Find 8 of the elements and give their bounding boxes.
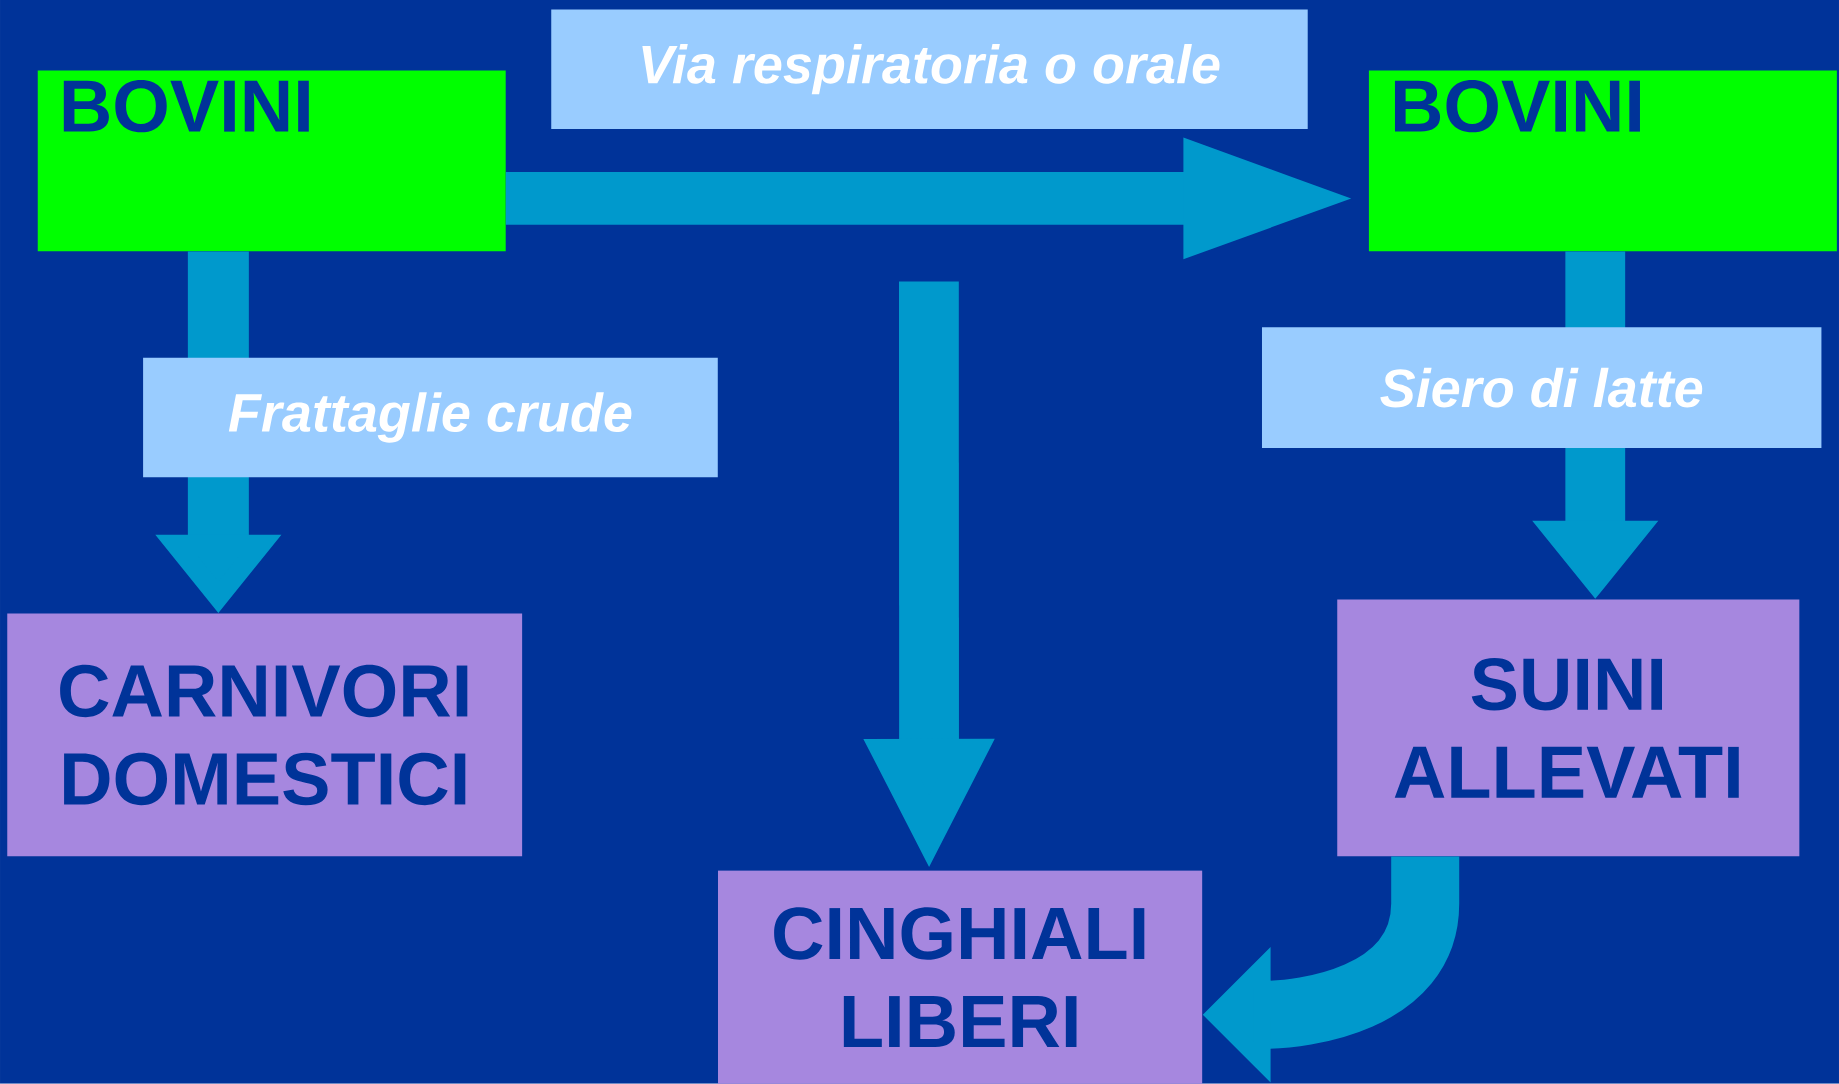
- edge-label: Frattaglie crude: [143, 357, 718, 478]
- animal-box: SUINI ALLEVATI: [1337, 599, 1800, 857]
- animal-box: BOVINI: [1368, 70, 1837, 252]
- animal-box: BOVINI: [37, 70, 506, 252]
- edge-label: Siero di latte: [1262, 327, 1822, 449]
- animal-box: CARNIVORI DOMESTICI: [7, 613, 523, 857]
- animal-box: CINGHIALI LIBERI: [718, 870, 1203, 1084]
- edge-label: Via respiratoria o orale: [551, 9, 1308, 130]
